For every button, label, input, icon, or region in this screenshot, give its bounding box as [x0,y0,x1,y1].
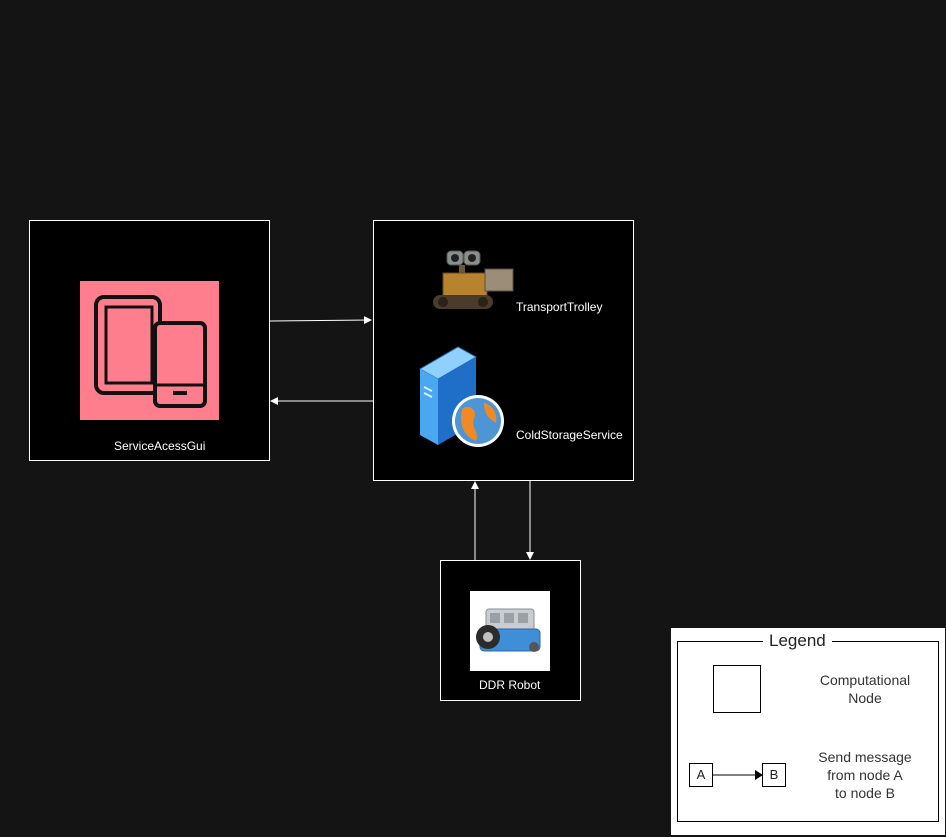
legend: Legend Computational Node A B Send messa… [671,628,945,835]
legend-box-b: B [762,763,786,787]
legend-node-sample [713,665,761,713]
tablet-phone-icon [80,281,219,420]
legend-msg-line3: to node B [835,785,895,801]
ddr-robot-icon [470,591,550,671]
ddr-robot-node[interactable]: DDR Robot [440,560,581,701]
legend-box-b-label: B [769,767,779,782]
legend-title: Legend [763,631,832,651]
legend-message-description: Send message from node A to node B [805,748,925,802]
service-access-gui-node[interactable]: ServiceAcessGui [29,220,270,461]
legend-msg-line1: Send message [818,749,912,765]
server-node[interactable]: TransportTrolley ColdStorageService [373,220,634,481]
edge-gui-to-server [269,316,372,325]
legend-arrow [713,770,763,780]
cold-storage-service-label: ColdStorageService [516,428,623,442]
web-server-icon [418,345,508,451]
legend-node-desc-line2: Node [848,690,882,706]
service-access-gui-label: ServiceAcessGui [114,439,206,453]
legend-node-desc-line1: Computational [819,672,911,688]
legend-node-description: Computational Node [807,671,923,707]
legend-msg-line2: from node A [827,767,903,783]
transport-trolley-label: TransportTrolley [516,300,603,314]
legend-box-a: A [689,763,713,787]
robot-trolley-icon [429,245,519,319]
ddr-robot-label: DDR Robot [479,678,541,692]
legend-box-a-label: A [696,767,706,782]
